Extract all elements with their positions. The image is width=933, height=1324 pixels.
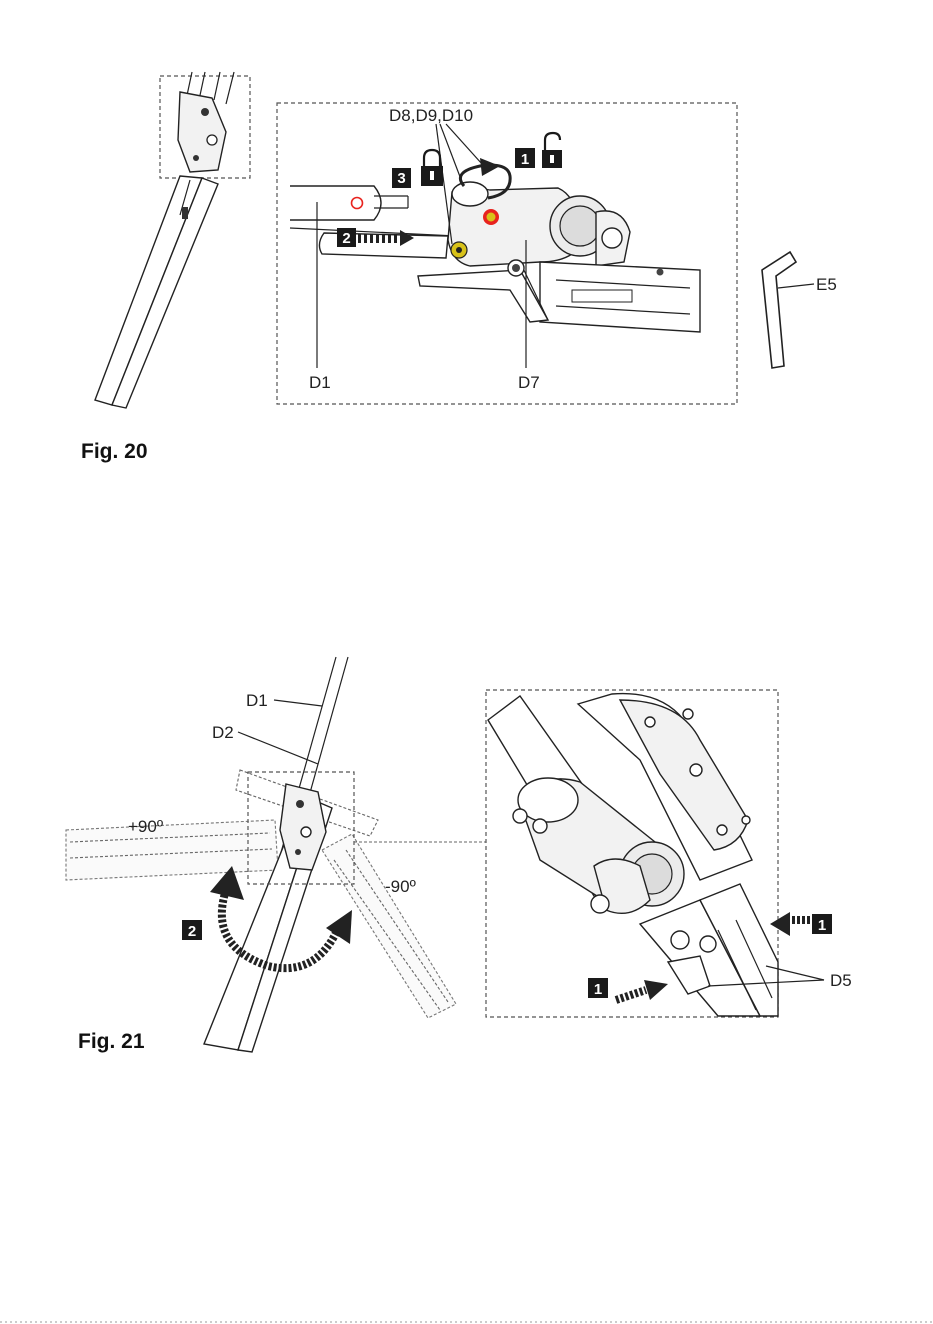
step-number: 1 xyxy=(521,151,529,168)
fig21-step-2: 2 xyxy=(182,920,202,940)
fig20-pole-overview xyxy=(95,72,250,408)
fig21-step-1-lower: 1 xyxy=(588,978,608,998)
press-arrow-icon xyxy=(770,912,810,936)
label-d1: D1 xyxy=(309,373,331,392)
press-arrow-icon xyxy=(616,980,668,1000)
label-minus-90: -90º xyxy=(385,877,416,896)
figure-20-caption: Fig. 20 xyxy=(81,440,148,463)
label-d7: D7 xyxy=(518,373,540,392)
step-number: 1 xyxy=(594,981,602,998)
unlock-icon xyxy=(542,133,562,168)
label-d1: D1 xyxy=(246,691,268,710)
lock-icon xyxy=(421,150,443,186)
fig20-step-3: 3 xyxy=(392,168,411,188)
step-number: 3 xyxy=(397,170,405,187)
figure-21-caption: Fig. 21 xyxy=(78,1030,145,1053)
figure-21: 2 D1 D2 +90º -90º xyxy=(66,657,852,1053)
label-e5: E5 xyxy=(816,275,837,294)
step-number: 2 xyxy=(188,923,196,940)
figure-20: 1 2 3 D8,D9,D10 D1 D7 E5 Fig. 20 xyxy=(81,72,837,463)
label-d8-d9-d10: D8,D9,D10 xyxy=(389,106,473,125)
fig20-step-2: 2 xyxy=(337,228,356,247)
hex-key-e5 xyxy=(762,252,814,368)
label-d5: D5 xyxy=(830,971,852,990)
step-number: 1 xyxy=(818,917,826,934)
fig21-detail-illustration xyxy=(488,694,824,1016)
fig21-step-1-upper: 1 xyxy=(812,914,832,934)
label-d2: D2 xyxy=(212,723,234,742)
label-plus-90: +90º xyxy=(128,817,163,836)
step-number: 2 xyxy=(342,230,350,247)
fig20-step-1: 1 xyxy=(515,148,535,168)
